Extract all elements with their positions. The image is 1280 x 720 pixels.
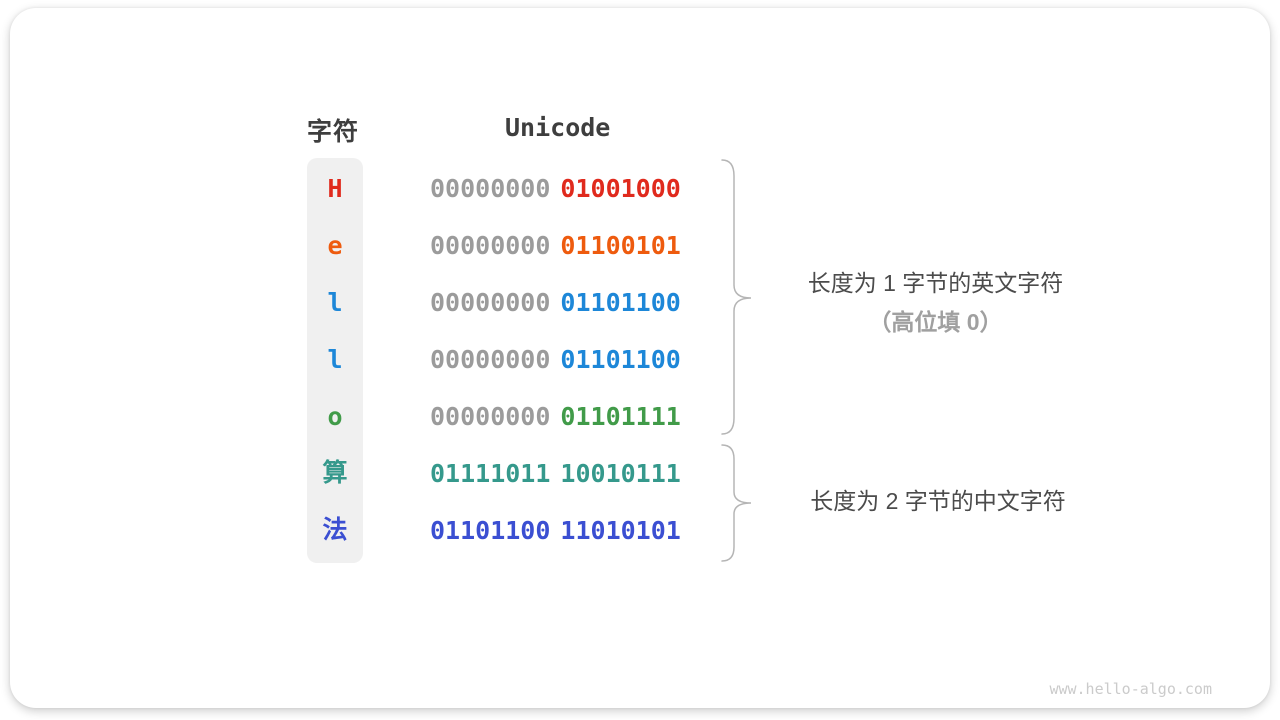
unicode-byte-low: 01100101 xyxy=(560,231,681,260)
table-row: e 00000000 01100101 xyxy=(10,217,1270,274)
unicode-byte-high: 00000000 xyxy=(430,231,551,260)
column-header-character: 字符 xyxy=(307,118,360,146)
unicode-byte-low: 01101100 xyxy=(560,345,681,374)
character-cell: l xyxy=(327,288,343,317)
diagram-card: 字符 Unicode H 00000000 01001000 e 00000000… xyxy=(10,8,1270,708)
unicode-byte-high: 00000000 xyxy=(430,174,551,203)
character-column-background xyxy=(307,158,363,563)
unicode-byte-low: 11010101 xyxy=(560,516,681,545)
table-row: o 00000000 01101111 xyxy=(10,388,1270,445)
character-cell: 法 xyxy=(322,516,348,544)
table-row: l 00000000 01101100 xyxy=(10,331,1270,388)
column-header-unicode: Unicode xyxy=(505,113,611,142)
unicode-byte-high: 01111011 xyxy=(430,459,551,488)
character-cell: H xyxy=(327,174,343,203)
unicode-byte-high: 00000000 xyxy=(430,402,551,431)
table-row: 算 01111011 10010111 xyxy=(10,445,1270,502)
table-row: l 00000000 01101100 xyxy=(10,274,1270,331)
brace-one-byte-group xyxy=(721,159,752,435)
annotation-chinese-line1: 长度为 2 字节的中文字符 xyxy=(810,488,1066,514)
character-cell: 算 xyxy=(322,459,348,487)
annotation-english-line2: （高位填 0） xyxy=(868,309,1003,335)
unicode-byte-high: 00000000 xyxy=(430,288,551,317)
annotation-english-line1: 长度为 1 字节的英文字符 xyxy=(807,270,1064,296)
annotation-chinese-chars: 长度为 2 字节的中文字符 xyxy=(758,484,1118,518)
brace-two-byte-group xyxy=(721,444,752,562)
annotation-english-chars: 长度为 1 字节的英文字符 （高位填 0） xyxy=(758,266,1113,339)
unicode-byte-high: 01101100 xyxy=(430,516,551,545)
watermark-url: www.hello-algo.com xyxy=(1049,680,1212,698)
character-cell: e xyxy=(327,231,343,260)
table-row: H 00000000 01001000 xyxy=(10,160,1270,217)
unicode-byte-low: 01101111 xyxy=(560,402,681,431)
unicode-byte-low: 10010111 xyxy=(560,459,681,488)
unicode-byte-low: 01101100 xyxy=(560,288,681,317)
unicode-byte-high: 00000000 xyxy=(430,345,551,374)
character-cell: o xyxy=(327,402,343,431)
table-row: 法 01101100 11010101 xyxy=(10,502,1270,559)
unicode-byte-low: 01001000 xyxy=(560,174,681,203)
character-cell: l xyxy=(327,345,343,374)
